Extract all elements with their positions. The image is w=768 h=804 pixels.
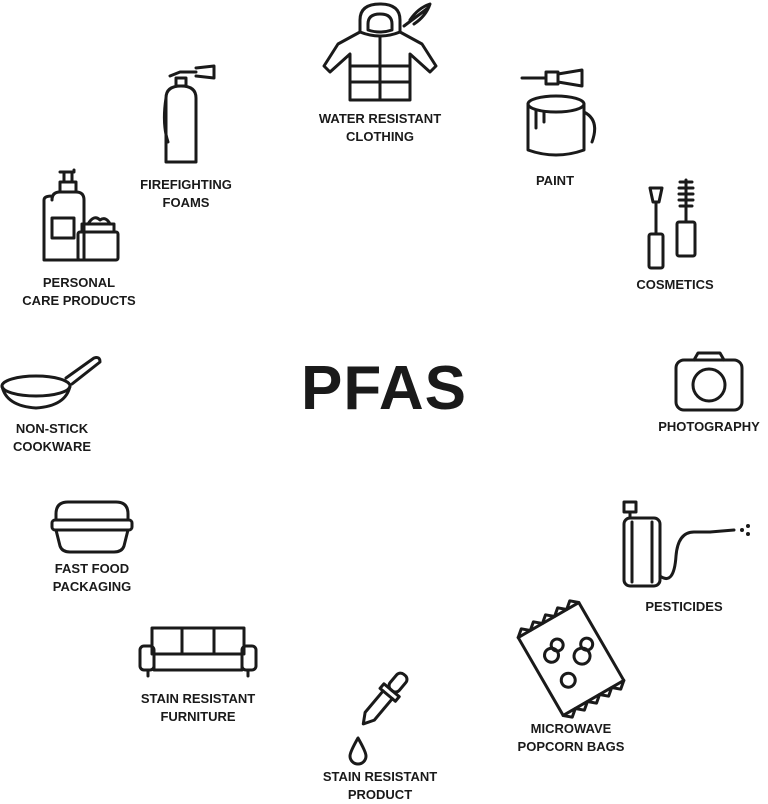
- extinguisher-icon: [162, 64, 216, 164]
- item-label: PERSONAL CARE PRODUCTS: [22, 275, 136, 308]
- pan-icon: [0, 356, 102, 410]
- item-label: WATER RESISTANT CLOTHING: [318, 111, 442, 144]
- item-label: FIREFIGHTING FOAMS: [140, 177, 232, 210]
- item-stain-resistant-product: STAIN RESISTANT PRODUCT: [306, 664, 454, 804]
- item-label: PESTICIDES: [645, 599, 723, 614]
- sprayer-icon: [622, 500, 750, 588]
- item-water-resistant-clothing: WATER RESISTANT CLOTHING: [300, 0, 460, 146]
- page-title: PFAS: [301, 354, 467, 423]
- item-label: PHOTOGRAPHY: [658, 419, 760, 434]
- item-label: STAIN RESISTANT FURNITURE: [140, 691, 256, 724]
- item-label: STAIN RESISTANT PRODUCT: [322, 769, 438, 802]
- item-photography: PHOTOGRAPHY: [650, 350, 768, 436]
- item-microwave-popcorn-bags: MICROWAVE POPCORN BAGS: [496, 599, 646, 756]
- cosmetics-icon: [647, 178, 697, 270]
- item-label: COSMETICS: [636, 277, 714, 292]
- item-cosmetics: COSMETICS: [620, 172, 730, 294]
- pump-bottle-icon: [42, 168, 120, 262]
- item-label: MICROWAVE POPCORN BAGS: [517, 721, 625, 754]
- paint-can-icon: [520, 68, 597, 157]
- jacket-icon: [322, 2, 438, 102]
- dropper-icon: [348, 671, 409, 766]
- item-firefighting-foams: FIREFIGHTING FOAMS: [126, 64, 246, 212]
- item-label: PAINT: [535, 173, 575, 188]
- item-pesticides: PESTICIDES: [614, 496, 754, 616]
- food-box-icon: [50, 500, 134, 554]
- item-stain-resistant-furniture: STAIN RESISTANT FURNITURE: [118, 624, 278, 726]
- item-label: NON-STICK COOKWARE: [13, 421, 91, 454]
- item-non-stick-cookware: NON-STICK COOKWARE: [0, 354, 104, 456]
- item-fast-food-packaging: FAST FOOD PACKAGING: [22, 496, 162, 596]
- item-personal-care-products: PERSONAL CARE PRODUCTS: [14, 166, 144, 310]
- camera-icon: [674, 351, 744, 412]
- popcorn-bag-icon: [516, 599, 626, 719]
- item-label: FAST FOOD PACKAGING: [52, 561, 132, 594]
- item-paint: PAINT: [500, 64, 610, 190]
- sofa-icon: [138, 626, 258, 678]
